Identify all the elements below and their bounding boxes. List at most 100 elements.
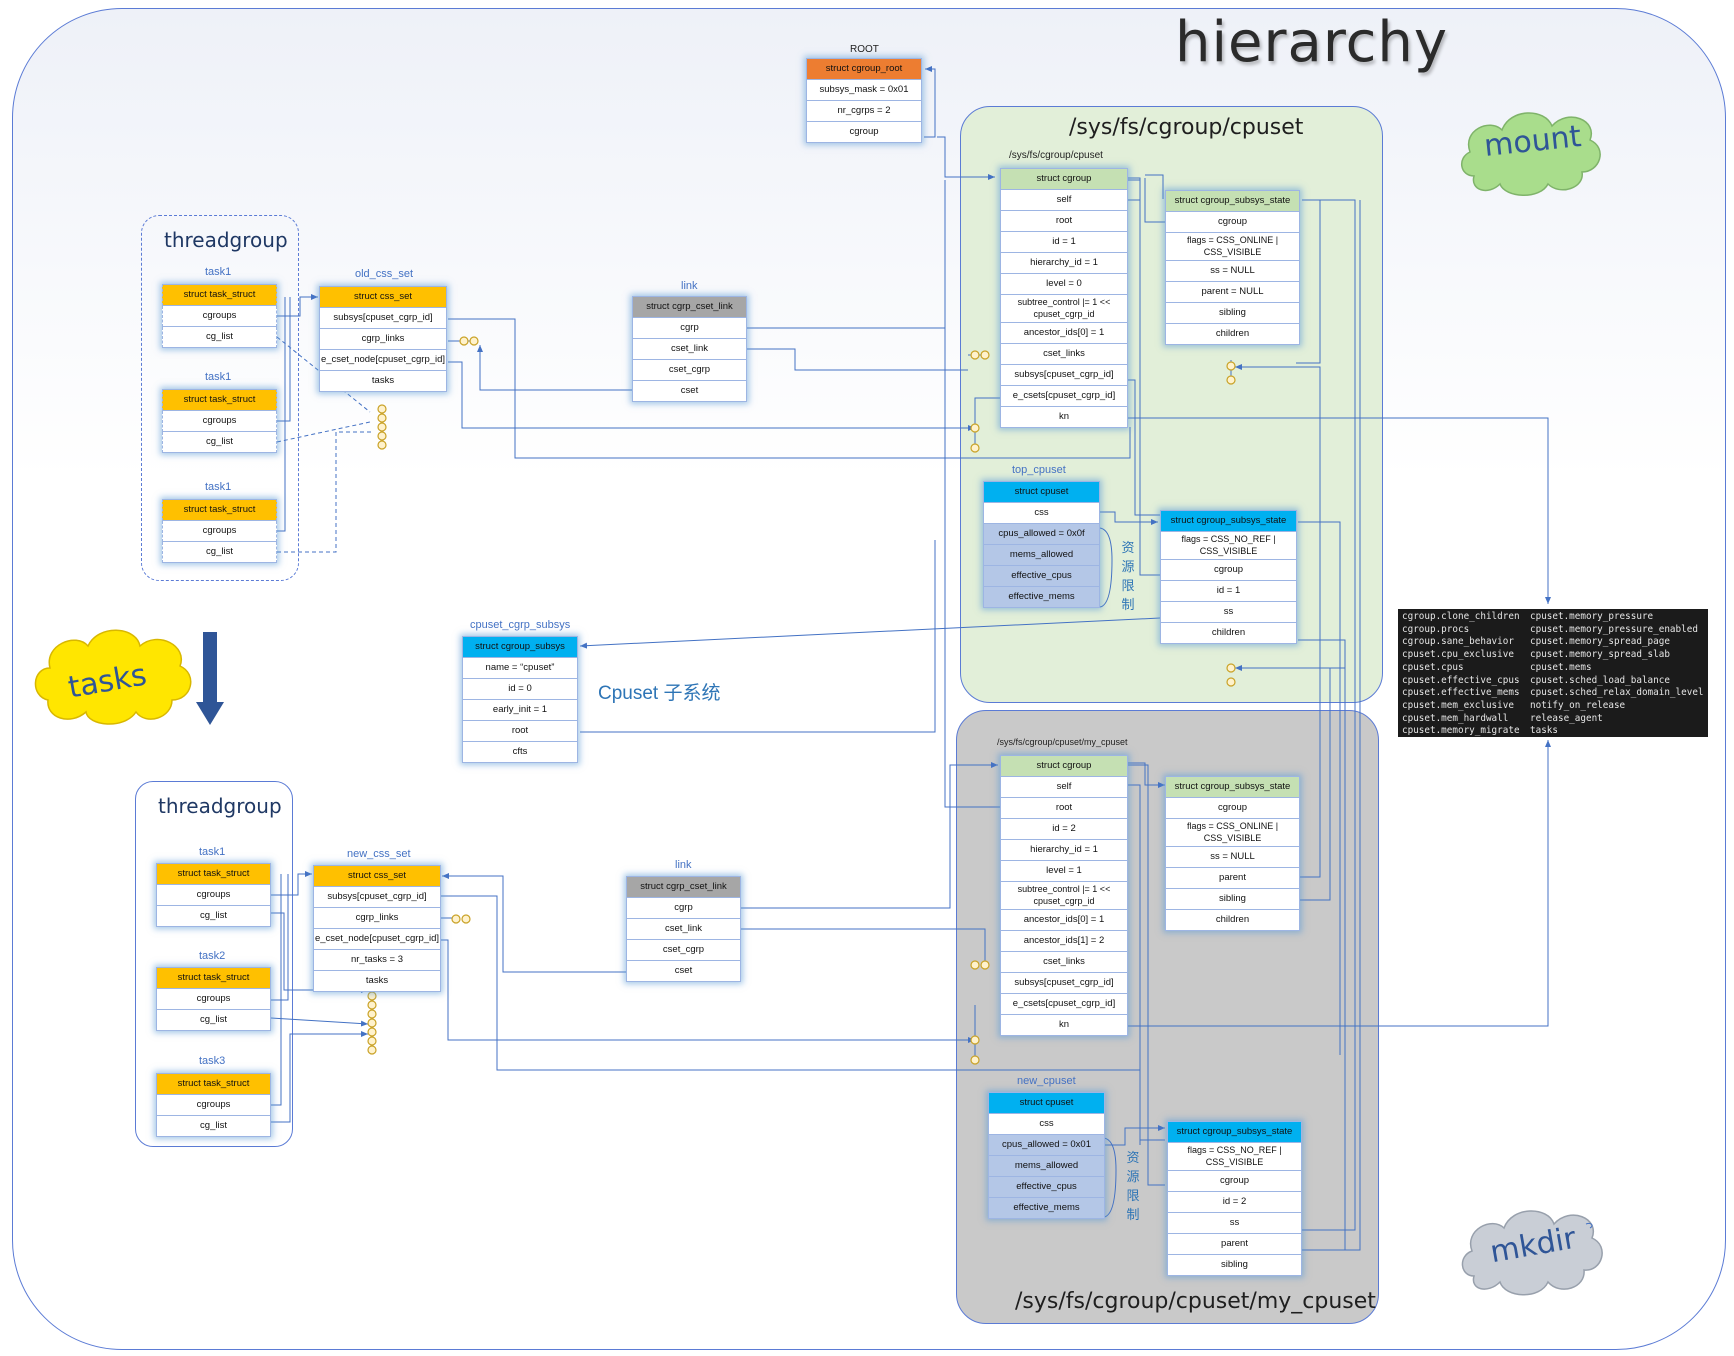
link-header: struct cgrp_cset_link xyxy=(632,296,747,318)
cgroup-root-header: struct cgroup_root xyxy=(806,58,922,80)
css-root-self-struct: struct cgroup_subsys_state cgroup flags … xyxy=(1165,190,1300,345)
task-struct-header: struct task_struct xyxy=(156,967,271,989)
css-field: cgroup xyxy=(1160,560,1297,581)
link-new-struct: struct cgrp_cset_link cgrp cset_link cse… xyxy=(626,876,741,982)
cgroup-field: subtree_control |= 1 << cpuset_cgrp_id xyxy=(1000,882,1128,910)
css-field: id = 2 xyxy=(1167,1192,1302,1213)
cgroup-field: id = 1 xyxy=(1000,232,1128,253)
task-struct-header: struct task_struct xyxy=(162,499,277,521)
cpuset-header: struct cpuset xyxy=(983,481,1100,503)
link-field: cset_cgrp xyxy=(632,360,747,381)
old-css-set-struct: struct css_set subsys[cpuset_cgrp_id] cg… xyxy=(319,286,447,392)
css-field: ss = NULL xyxy=(1165,261,1300,282)
cgroup-field: subsys[cpuset_cgrp_id] xyxy=(1000,973,1128,994)
cgroup-field: root xyxy=(1000,211,1128,232)
task-struct-field: cgroups xyxy=(162,521,277,542)
css-set-field: tasks xyxy=(319,371,447,392)
css-set-field: subsys[cpuset_cgrp_id] xyxy=(313,887,441,908)
css-field: children xyxy=(1165,324,1300,345)
css-field: ss xyxy=(1160,602,1297,623)
task-struct-header: struct task_struct xyxy=(162,389,277,411)
cpuset-subsys-struct: struct cgroup_subsys name = “cpuset” id … xyxy=(462,636,578,763)
cpuset-field: mems_allowed xyxy=(983,545,1100,566)
resource-limit-label: 资源限制 xyxy=(1121,540,1135,612)
task-struct: struct task_struct cgroups cg_list xyxy=(156,863,271,927)
cgroup-field: cset_links xyxy=(1000,952,1128,973)
css-field: ss xyxy=(1167,1213,1302,1234)
task-struct-header: struct task_struct xyxy=(156,1073,271,1095)
task-struct-field: cgroups xyxy=(156,1095,271,1116)
new-css-set-struct: struct css_set subsys[cpuset_cgrp_id] cg… xyxy=(313,865,441,992)
old-css-set-label: old_css_set xyxy=(355,268,414,280)
link-old-struct: struct cgrp_cset_link cgrp cset_link cse… xyxy=(632,296,747,402)
cpuset-header: struct cpuset xyxy=(988,1092,1105,1114)
task-struct-field: cg_list xyxy=(156,1116,271,1137)
css-field: cgroup xyxy=(1167,1171,1302,1192)
css-set-field: e_cset_node[cpuset_cgrp_id] xyxy=(313,929,441,950)
link-field: cset xyxy=(626,961,741,982)
cgroup-field: ancestor_ids[0] = 1 xyxy=(1000,910,1128,931)
task-label: task2 xyxy=(199,950,226,962)
cpuset-field: mems_allowed xyxy=(988,1156,1105,1177)
subsys-header: struct cgroup_subsys xyxy=(462,636,578,658)
threadgroup-new-title: threadgroup xyxy=(158,794,282,818)
link-field: cset_cgrp xyxy=(626,940,741,961)
link-header: struct cgrp_cset_link xyxy=(626,876,741,898)
new-css-set-label: new_css_set xyxy=(347,848,411,860)
mount-cloud-icon xyxy=(1461,112,1601,196)
task-struct-field: cg_list xyxy=(156,1010,271,1031)
css-my-cpuset-struct: struct cgroup_subsys_state flags = CSS_N… xyxy=(1167,1121,1302,1276)
task-struct: struct task_struct cgroups cg_list xyxy=(156,967,271,1031)
css-field: parent xyxy=(1167,1234,1302,1255)
css-field: parent xyxy=(1165,868,1300,889)
cpuset-subsys-label: cpuset_cgrp_subsys xyxy=(470,619,571,631)
css-header: struct cgroup_subsys_state xyxy=(1165,190,1300,212)
css-set-field: nr_tasks = 3 xyxy=(313,950,441,971)
cgroup-field: kn xyxy=(1000,407,1128,428)
cgroup-root-dir-struct: struct cgroup self root id = 1 hierarchy… xyxy=(1000,168,1128,428)
cpuset-field: css xyxy=(983,503,1100,524)
zone-title-my-cpuset: /sys/fs/cgroup/cpuset/my_cpuset xyxy=(1015,1289,1376,1314)
task-struct-field: cgroups xyxy=(156,989,271,1010)
cgroup-field: cset_links xyxy=(1000,344,1128,365)
subsys-field: name = “cpuset” xyxy=(462,658,578,679)
css-set-field: subsys[cpuset_cgrp_id] xyxy=(319,308,447,329)
css-field: cgroup xyxy=(1165,798,1300,819)
cgroup-field: kn xyxy=(1000,1015,1128,1036)
cgroup-field: hierarchy_id = 1 xyxy=(1000,840,1128,861)
cgroup-field: e_csets[cpuset_cgrp_id] xyxy=(1000,386,1128,407)
down-arrow-icon xyxy=(196,632,224,725)
cgroup-field: self xyxy=(1000,777,1128,798)
css-field: id = 1 xyxy=(1160,581,1297,602)
tasks-cloud-icon xyxy=(34,629,192,725)
cpuset-field: effective_mems xyxy=(988,1198,1105,1219)
css-set-header: struct css_set xyxy=(319,286,447,308)
cgroup-root-field: cgroup xyxy=(806,122,922,143)
threadgroup-new: threadgroup xyxy=(135,781,293,1147)
cpuset-field: effective_mems xyxy=(983,587,1100,608)
cgroup-field: e_csets[cpuset_cgrp_id] xyxy=(1000,994,1128,1015)
css-field: parent = NULL xyxy=(1165,282,1300,303)
link-field: cgrp xyxy=(632,318,747,339)
task-struct-field: cg_list xyxy=(162,432,277,453)
page-title: hierarchy xyxy=(1175,10,1449,75)
css-field: sibling xyxy=(1167,1255,1302,1276)
link-field: cgrp xyxy=(626,898,741,919)
css-header: struct cgroup_subsys_state xyxy=(1165,776,1300,798)
css-field: children xyxy=(1160,623,1297,644)
cgroup-my-struct: struct cgroup self root id = 2 hierarchy… xyxy=(1000,755,1128,1036)
cpuset-field: effective_cpus xyxy=(983,566,1100,587)
css-set-field: cgrp_links xyxy=(319,329,447,350)
css-set-field: tasks xyxy=(313,971,441,992)
cgroup-field: subsys[cpuset_cgrp_id] xyxy=(1000,365,1128,386)
cpuset-field: effective_cpus xyxy=(988,1177,1105,1198)
css-field: children xyxy=(1165,910,1300,931)
resource-limit-label: 资源限制 xyxy=(1126,1150,1140,1222)
cgroup-field: hierarchy_id = 1 xyxy=(1000,253,1128,274)
cpuset-field: cpus_allowed = 0x01 xyxy=(988,1135,1105,1156)
